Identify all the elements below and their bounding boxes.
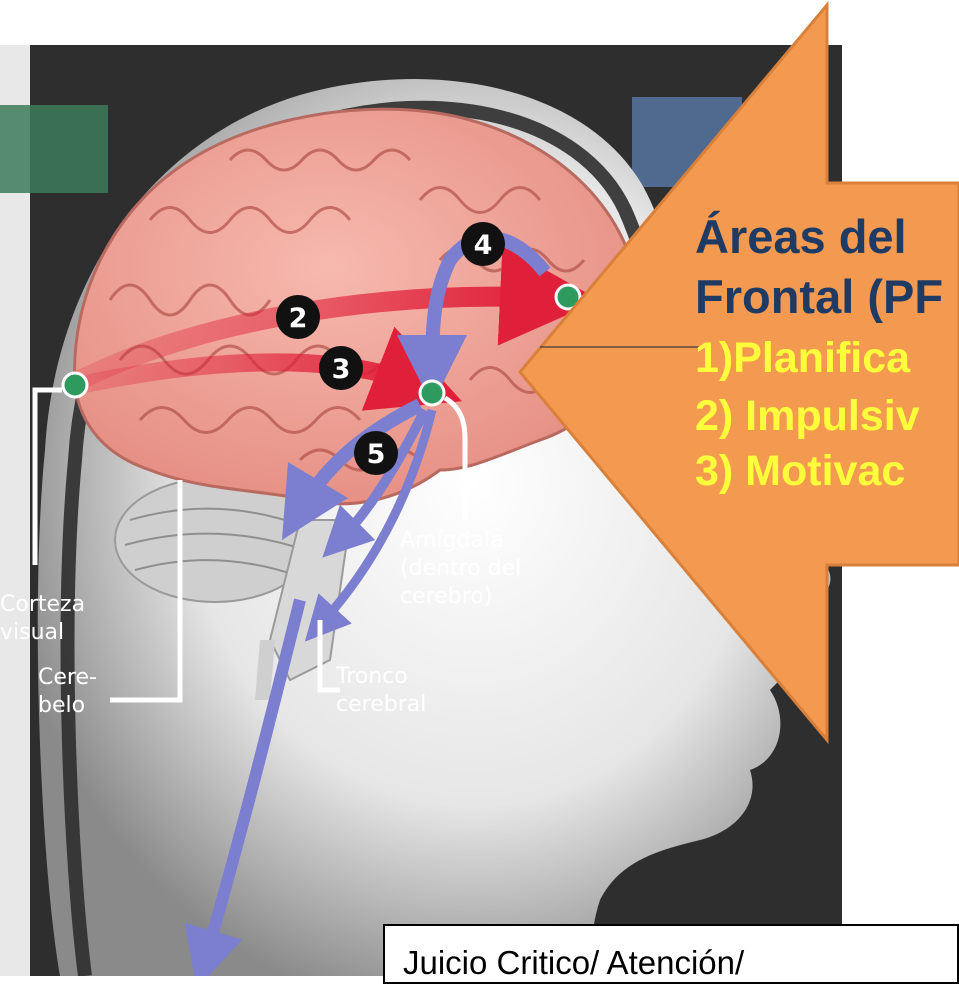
callout-title-line2: Frontal (PF: [695, 270, 944, 323]
callout-shape: [518, 0, 959, 745]
svg-text:3: 3: [332, 354, 351, 385]
callout-item-3: 3) Motivac: [695, 447, 906, 495]
marker-5: 5: [354, 431, 398, 475]
label-corteza: Corteza: [0, 592, 86, 617]
callout-item-2: 2) Impulsiv: [695, 392, 920, 440]
arrow-4: [397, 230, 551, 405]
svg-text:5: 5: [367, 439, 386, 470]
arrow-5b: [322, 407, 430, 558]
cerebellum-folds: [124, 507, 306, 576]
label-tronco-1: Tronco: [336, 664, 408, 689]
bottom-note-box: Juicio Critico/ Atención/: [383, 924, 959, 984]
marker-2: 2: [276, 295, 320, 339]
node-amygdala: [418, 379, 446, 407]
label-cerebelo-1: Cere-: [38, 665, 97, 690]
arrow-5c: [304, 408, 437, 642]
svg-text:4: 4: [474, 230, 493, 261]
arrow-5a: [281, 398, 424, 541]
callout-item-1: 1)Planifica: [695, 334, 911, 382]
node-prefrontal: [554, 283, 582, 311]
node-visual-cortex: [61, 371, 89, 399]
left-strip: [0, 45, 30, 976]
marker-4: 4: [461, 222, 505, 266]
label-amigdala-2: (dentro del: [400, 556, 522, 581]
label-amigdala-3: cerebro): [400, 584, 493, 609]
arrow-3: [78, 326, 462, 411]
leader-lines: [32, 387, 468, 703]
svg-text:2: 2: [289, 303, 308, 334]
label-amigdala-1: Amígdala: [400, 528, 504, 553]
marker-3: 3: [319, 346, 363, 390]
callout-title-line1: Áreas del: [695, 210, 907, 263]
bottom-note-text: Juicio Critico/ Atención/: [403, 944, 745, 981]
label-cerebelo-2: belo: [38, 693, 86, 718]
label-tronco-2: cerebral: [336, 692, 427, 717]
green-square: [0, 105, 108, 193]
arrow-descending: [184, 598, 306, 976]
label-visual: visual: [0, 620, 65, 645]
spinal-cord: [255, 640, 275, 700]
